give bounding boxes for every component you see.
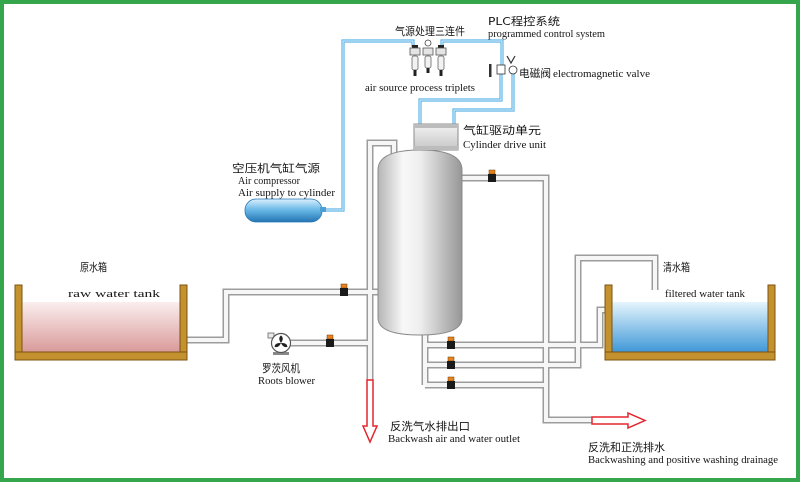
- filter-tank: [377, 149, 463, 336]
- valve-icon: [340, 283, 348, 296]
- blower-label-en: Roots blower: [258, 376, 316, 387]
- filtered-water-fill: [612, 302, 768, 352]
- compressor-label-en-1: Air compressor: [238, 176, 301, 187]
- solenoid-valve-icon: [489, 55, 518, 77]
- compressor-vessel: [244, 198, 323, 223]
- arrow-right-icon: [591, 411, 647, 430]
- compressor-nozzle: [320, 207, 326, 212]
- valve-icon: [488, 169, 496, 182]
- filtered-tank-wall-right: [767, 284, 776, 361]
- air-line-valve-to-cylinder-a-core: [419, 74, 502, 124]
- pipe-backwash-vertical-core: [368, 141, 396, 380]
- solenoid-valve-label-cn: 电磁阀: [519, 66, 551, 80]
- filtered-tank-label-en: filtered water tank: [665, 289, 745, 300]
- plc-label-cn: PLC程控系统: [488, 14, 560, 28]
- pipe-top-outlet-to-drain-core: [458, 176, 592, 422]
- filtered-water-tank: [604, 284, 776, 361]
- raw-water-tank: [14, 284, 188, 361]
- cylinder-label-cn: 气缸驱动单元: [463, 123, 541, 137]
- roots-blower-fan-icon: [267, 332, 292, 355]
- triplet-filter-unit: [409, 45, 421, 76]
- air-compressor-tank: [244, 198, 326, 223]
- compressor-label-en-2: Air supply to cylinder: [238, 188, 336, 199]
- raw-water-fill: [22, 302, 180, 352]
- compressed-air-line-cores: [320, 40, 514, 211]
- pipe-raw-tank-to-filter-core: [185, 290, 382, 342]
- compressor-label-cn: 空压机气缸气源: [232, 161, 320, 175]
- filtered-tank-label-cn: 清水箱: [663, 260, 690, 274]
- filtered-tank-wall-left: [604, 284, 613, 361]
- cylinder-drive-unit: [413, 123, 459, 151]
- drainage-label-en: Backwashing and positive washing drainag…: [588, 455, 779, 466]
- air-line-valve-to-cylinder-b-core: [453, 74, 514, 124]
- filtered-tank-floor: [604, 351, 776, 361]
- valve-icon: [447, 336, 455, 349]
- air-source-triplets-icon: [409, 39, 447, 76]
- raw-tank-wall-right: [179, 284, 188, 361]
- backwash-outlet-label-en: Backwash air and water outlet: [388, 434, 520, 445]
- cylinder-label-en: Cylinder drive unit: [463, 140, 546, 151]
- triplets-label-cn: 气源处理三连件: [395, 24, 465, 38]
- arrow-down-icon: [361, 379, 379, 444]
- solenoid-valve-label-en: electromagnetic valve: [553, 69, 651, 80]
- triplet-regulator-unit: [422, 39, 434, 73]
- triplet-lubricator-unit: [435, 45, 447, 76]
- valve-icon: [447, 376, 455, 389]
- raw-tank-label-cn: 原水箱: [80, 260, 107, 274]
- air-line-triplets-to-valve-core: [441, 40, 503, 65]
- valve-icon: [326, 334, 334, 347]
- pipe-branch-to-filtered-top-core: [425, 256, 657, 367]
- backwash-outlet-label-cn: 反洗气水排出口: [390, 419, 470, 433]
- blower-label-cn: 罗茨风机: [262, 361, 300, 375]
- triplets-label-en: air source process triplets: [365, 83, 475, 94]
- valve-icon: [447, 356, 455, 369]
- raw-tank-wall-left: [14, 284, 23, 361]
- air-line-compressor-to-triplets-core: [320, 40, 414, 211]
- cylinder-top-cap: [414, 124, 458, 128]
- cylinder-bottom-cap: [414, 146, 458, 150]
- plc-label-en: programmed control system: [488, 29, 605, 40]
- raw-tank-floor: [14, 351, 188, 361]
- drainage-label-cn: 反洗和正洗排水: [588, 440, 665, 454]
- cylinder-body: [413, 123, 459, 151]
- raw-tank-label-en: raw water tank: [68, 289, 160, 300]
